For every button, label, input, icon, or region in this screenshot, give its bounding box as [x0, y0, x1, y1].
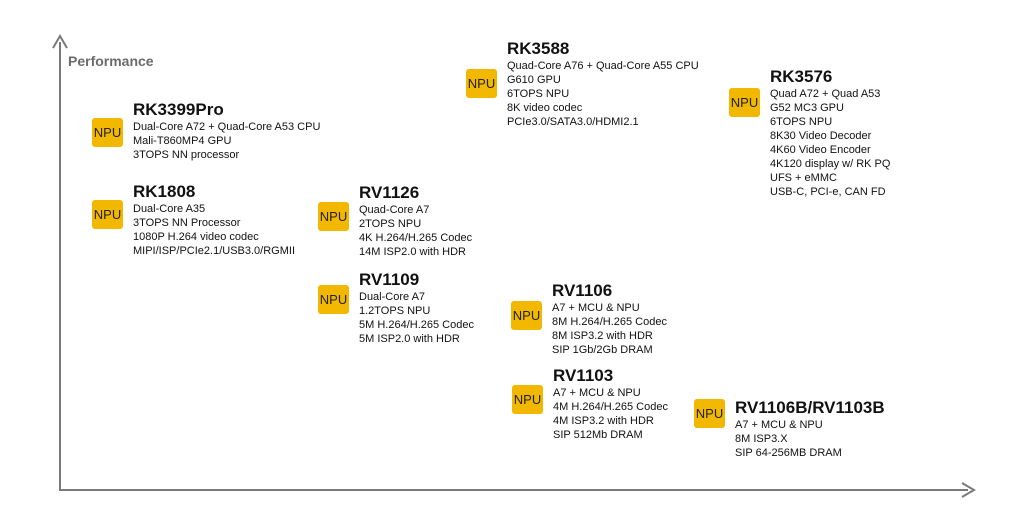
npu-badge: NPU: [92, 118, 123, 147]
chip-spec: 4M H.264/H.265 Codec: [553, 401, 668, 413]
chip-spec: 1080P H.264 video codec: [133, 231, 259, 243]
chip-spec: SIP 64-256MB DRAM: [735, 447, 842, 459]
chip-spec: Quad-Core A7: [359, 204, 430, 216]
chip-name: RV1106B/RV1103B: [735, 398, 885, 417]
chip-rv1126: NPU RV1126 Quad-Core A7 2TOPS NPU 4K H.2…: [318, 183, 472, 259]
npu-badge: NPU: [511, 301, 542, 330]
chip-name: RK3588: [507, 39, 570, 58]
npu-badge: NPU: [466, 69, 497, 98]
chip-spec: 3TOPS NN Processor: [133, 217, 241, 229]
chip-name: RK1808: [133, 182, 196, 201]
chip-spec: 4K H.264/H.265 Codec: [359, 232, 473, 244]
chip-spec: 2TOPS NPU: [359, 218, 422, 230]
chip-spec: 4K120 display w/ RK PQ: [770, 158, 891, 170]
chip-spec: 8M ISP3.X: [735, 433, 788, 445]
chip-spec: UFS + eMMC: [770, 172, 837, 184]
y-axis-arrow: [52, 34, 68, 49]
chip-spec: 4M ISP3.2 with HDR: [553, 415, 654, 427]
npu-badge: NPU: [92, 200, 123, 229]
chip-spec: A7 + MCU & NPU: [735, 419, 823, 431]
chip-spec: G52 MC3 GPU: [770, 102, 844, 114]
chip-rv1106: NPU RV1106 A7 + MCU & NPU 8M H.264/H.265…: [511, 281, 667, 357]
chip-spec: 8K video codec: [507, 102, 583, 114]
chip-spec: USB-C, PCI-e, CAN FD: [770, 186, 886, 198]
x-axis-arrow: [961, 482, 976, 498]
chip-rv1109: NPU RV1109 Dual-Core A7 1.2TOPS NPU 5M H…: [318, 270, 474, 346]
chip-spec: Quad A72 + Quad A53: [770, 88, 881, 100]
chip-spec: MIPI/ISP/PCIe2.1/USB3.0/RGMII: [133, 245, 295, 257]
chip-name: RV1126: [359, 183, 420, 202]
chip-spec: 14M ISP2.0 with HDR: [359, 246, 466, 258]
chip-spec: 6TOPS NPU: [507, 88, 570, 100]
chip-spec: 5M H.264/H.265 Codec: [359, 319, 474, 331]
chip-spec: 3TOPS NN processor: [133, 149, 240, 161]
chip-spec: 6TOPS NPU: [770, 116, 833, 128]
npu-badge: NPU: [694, 399, 725, 428]
y-axis-label: Performance: [68, 53, 154, 69]
chip-spec: SIP 512Mb DRAM: [553, 429, 643, 441]
chip-spec: Quad-Core A76 + Quad-Core A55 CPU: [507, 60, 699, 72]
chip-spec: Dual-Core A35: [133, 203, 206, 215]
chip-spec: G610 GPU: [507, 74, 561, 86]
chip-spec: 4K60 Video Encoder: [770, 144, 871, 156]
chip-rk3588: NPU RK3588 Quad-Core A76 + Quad-Core A55…: [466, 39, 699, 129]
chip-rk3399pro: NPU RK3399Pro Dual-Core A72 + Quad-Core …: [92, 100, 320, 162]
chip-spec: 5M ISP2.0 with HDR: [359, 333, 460, 345]
chip-spec: 8M H.264/H.265 Codec: [552, 316, 667, 328]
chip-spec: 8M ISP3.2 with HDR: [552, 330, 653, 342]
chip-spec: PCIe3.0/SATA3.0/HDMI2.1: [507, 116, 639, 128]
chip-spec: A7 + MCU & NPU: [553, 387, 641, 399]
npu-badge: NPU: [729, 88, 760, 117]
chip-spec: A7 + MCU & NPU: [552, 302, 640, 314]
chip-spec: SIP 1Gb/2Gb DRAM: [552, 344, 653, 356]
chip-spec: Dual-Core A72 + Quad-Core A53 CPU: [133, 121, 321, 133]
chip-rk1808: NPU RK1808 Dual-Core A35 3TOPS NN Proces…: [92, 182, 295, 258]
chip-spec: Mali-T860MP4 GPU: [133, 135, 232, 147]
chip-name: RV1103: [553, 366, 614, 385]
chip-rv1103: NPU RV1103 A7 + MCU & NPU 4M H.264/H.265…: [512, 366, 668, 442]
chip-spec: 8K30 Video Decoder: [770, 130, 872, 142]
chip-rv1106b-rv1103b: NPU RV1106B/RV1103B A7 + MCU & NPU 8M IS…: [694, 398, 885, 460]
chip-name: RK3399Pro: [133, 100, 224, 119]
chip-name: RV1106: [552, 281, 613, 300]
npu-badge: NPU: [318, 285, 349, 314]
chip-name: RV1109: [359, 270, 420, 289]
chip-spec: 1.2TOPS NPU: [359, 305, 431, 317]
chip-name: RK3576: [770, 67, 833, 86]
npu-badge: NPU: [318, 202, 349, 231]
npu-badge: NPU: [512, 385, 543, 414]
chip-rk3576: NPU RK3576 Quad A72 + Quad A53 G52 MC3 G…: [729, 67, 890, 199]
chip-spec: Dual-Core A7: [359, 291, 426, 303]
